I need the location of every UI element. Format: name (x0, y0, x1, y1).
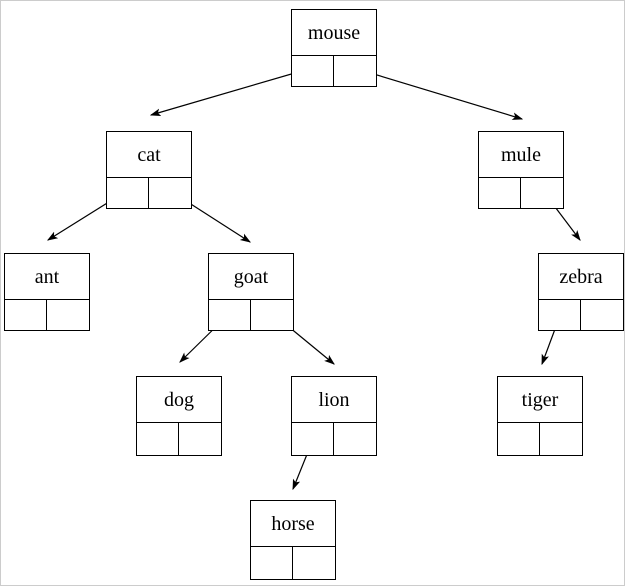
tree-node-zebra: zebra (538, 253, 624, 331)
node-pointers-horse (251, 547, 335, 579)
node-pointers-goat (209, 300, 293, 330)
node-right-pointer-goat (251, 300, 293, 330)
node-label-lion: lion (292, 377, 376, 423)
node-label-goat: goat (209, 254, 293, 300)
node-left-pointer-goat (209, 300, 251, 330)
node-right-pointer-zebra (581, 300, 623, 330)
tree-node-goat: goat (208, 253, 294, 331)
node-right-pointer-ant (47, 300, 89, 330)
node-label-ant: ant (5, 254, 89, 300)
tree-node-tiger: tiger (497, 376, 583, 456)
tree-node-mule: mule (478, 131, 564, 209)
node-label-horse: horse (251, 501, 335, 547)
tree-node-cat: cat (106, 131, 192, 209)
tree-edge-mouse-to-mule (353, 67, 524, 120)
node-pointers-tiger (498, 423, 582, 455)
tree-node-ant: ant (4, 253, 90, 331)
node-pointers-mouse (292, 56, 376, 86)
node-right-pointer-mule (521, 178, 563, 208)
node-pointers-cat (107, 178, 191, 208)
node-right-pointer-horse (293, 547, 335, 579)
node-label-tiger: tiger (498, 377, 582, 423)
node-right-pointer-cat (149, 178, 191, 208)
tree-node-lion: lion (291, 376, 377, 456)
node-pointers-ant (5, 300, 89, 330)
tree-node-mouse: mouse (291, 9, 377, 87)
node-left-pointer-cat (107, 178, 149, 208)
node-left-pointer-zebra (539, 300, 581, 330)
node-right-pointer-tiger (540, 423, 582, 455)
node-label-mule: mule (479, 132, 563, 178)
node-pointers-dog (137, 423, 221, 455)
node-pointers-lion (292, 423, 376, 455)
node-left-pointer-horse (251, 547, 293, 579)
node-right-pointer-lion (334, 423, 376, 455)
node-label-zebra: zebra (539, 254, 623, 300)
node-label-cat: cat (107, 132, 191, 178)
node-left-pointer-tiger (498, 423, 540, 455)
node-left-pointer-mule (479, 178, 521, 208)
node-left-pointer-dog (137, 423, 179, 455)
node-label-dog: dog (137, 377, 221, 423)
node-left-pointer-lion (292, 423, 334, 455)
node-label-mouse: mouse (292, 10, 376, 56)
node-pointers-zebra (539, 300, 623, 330)
tree-node-dog: dog (136, 376, 222, 456)
tree-edge-mouse-to-cat (149, 67, 313, 116)
node-right-pointer-mouse (334, 56, 376, 86)
node-pointers-mule (479, 178, 563, 208)
node-right-pointer-dog (179, 423, 221, 455)
node-left-pointer-ant (5, 300, 47, 330)
node-left-pointer-mouse (292, 56, 334, 86)
tree-node-horse: horse (250, 500, 336, 580)
